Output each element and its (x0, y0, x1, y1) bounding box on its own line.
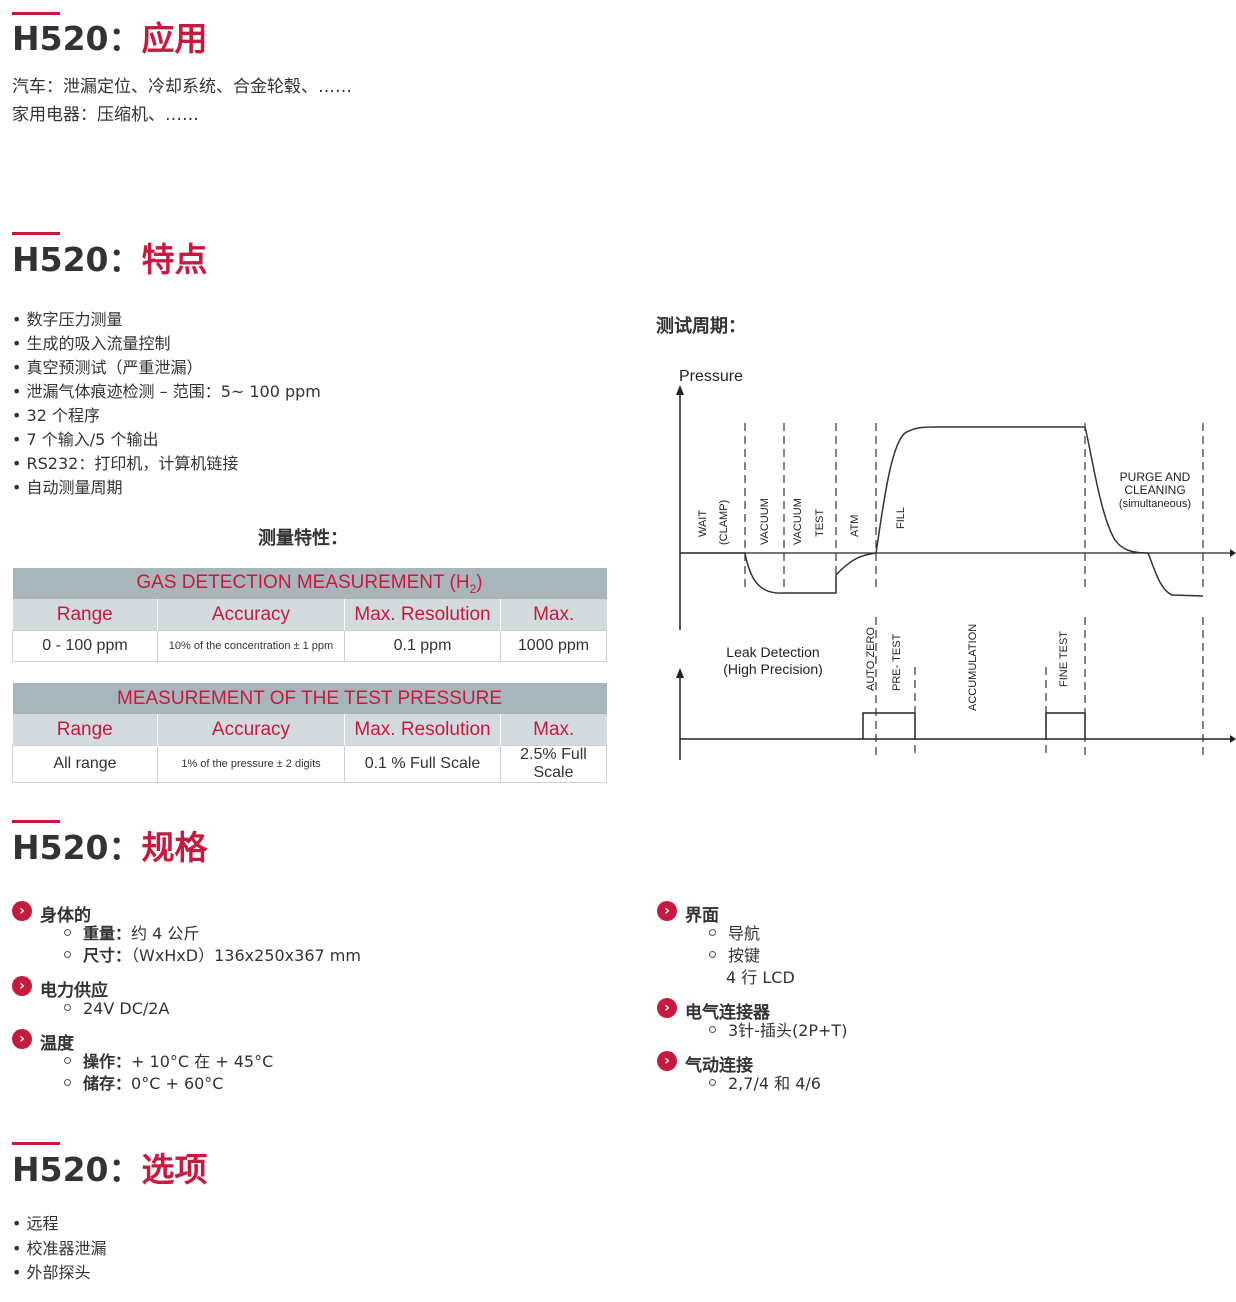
finetest-pulse (1045, 712, 1086, 739)
feature-item: • 数字压力测量 (12, 310, 123, 329)
spec-item: 储存：0°C + 60°C (64, 1073, 223, 1095)
column-header: Max. (500, 599, 607, 631)
table-cell: 10% of the concentration ± 1 ppm (157, 630, 345, 662)
spec-item: 导航 (709, 923, 760, 945)
phase-label: (CLAMP) (718, 500, 730, 545)
chevron-right-circle-icon: › (657, 998, 677, 1018)
spec-item: 重量：约 4 公斤 (64, 923, 199, 945)
spec-item-extra: 4 行 LCD (726, 968, 795, 987)
column-header: Accuracy (157, 599, 345, 631)
test-pressure-table: MEASUREMENT OF THE TEST PRESSURE Range A… (12, 683, 608, 783)
section-title-options: H520：选项 (12, 1150, 208, 1189)
table-title: GAS DETECTION MEASUREMENT (H2) (12, 568, 607, 599)
spec-item: 2,7/4 和 4/6 (709, 1073, 821, 1095)
column-header: Range (12, 714, 158, 746)
axis-arrow-icon (1230, 549, 1236, 557)
chevron-right-circle-icon: › (12, 976, 32, 996)
purge-label: CLEANING (1124, 483, 1185, 497)
section-accent-bar (12, 1142, 60, 1145)
table-cell: 1000 ppm (500, 630, 607, 662)
spec-group-title: 温度 (40, 1034, 74, 1054)
option-item: • 远程 (12, 1214, 59, 1233)
spec-item: 24V DC/2A (64, 998, 169, 1020)
section-accent-bar (12, 820, 60, 823)
chevron-right-circle-icon: › (657, 901, 677, 921)
lower-phase-label: PRE- TEST (891, 633, 903, 691)
table-cell: 0.1 ppm (344, 630, 501, 662)
chevron-right-circle-icon: › (12, 901, 32, 921)
section-title-application: H520：应用 (12, 19, 208, 58)
table-cell: All range (12, 745, 158, 783)
lower-phase-label: FINE TEST (1058, 631, 1070, 687)
phase-label: FILL (895, 507, 907, 529)
purge-label: (simultaneous) (1119, 498, 1191, 510)
spec-group-title: 身体的 (40, 906, 91, 926)
column-header: Range (12, 599, 158, 631)
application-line-2: 家用电器：压缩机、…… (12, 105, 199, 125)
table-cell: 0 - 100 ppm (12, 630, 158, 662)
spec-item: 操作：+ 10°C 在 + 45°C (64, 1051, 273, 1073)
feature-item: • 32 个程序 (12, 406, 100, 425)
table-cell: 2.5% Full Scale (499, 745, 608, 783)
column-header: Accuracy (157, 714, 345, 746)
column-header: Max. (499, 714, 607, 746)
pressure-label: Pressure (679, 368, 743, 385)
feature-item: • 真空预测试（严重泄漏） (12, 358, 203, 377)
column-header: Max. Resolution (344, 599, 501, 631)
spec-item: 3针-插头(2P+T) (709, 1020, 847, 1042)
pretest-pulse (862, 712, 916, 739)
gas-detection-table: GAS DETECTION MEASUREMENT (H2) Range Acc… (12, 568, 607, 662)
spec-group-title: 气动连接 (685, 1056, 753, 1076)
test-cycle-diagram: Pressure WAIT (CLAMP) VACUUM VACUUM TEST… (676, 368, 1236, 760)
spec-item: 尺寸：（WxHxD）136x250x367 mm (64, 945, 361, 967)
option-item: • 外部探头 (12, 1263, 91, 1282)
lower-phase-label: ACCUMULATION (967, 624, 979, 711)
table-cell: 0.1 % Full Scale (344, 745, 501, 783)
axis-arrow-icon (1230, 735, 1236, 743)
table-title: MEASUREMENT OF THE TEST PRESSURE (12, 683, 607, 714)
lower-phase-label: AUTO ZERO (865, 627, 877, 691)
section-title-specs: H520：规格 (12, 828, 208, 867)
feature-item: • 自动测量周期 (12, 478, 123, 497)
phase-separators (744, 423, 1204, 590)
axis-arrow-icon (676, 385, 684, 395)
phase-label: VACUUM (792, 498, 804, 545)
chevron-right-circle-icon: › (657, 1051, 677, 1071)
option-item: • 校准器泄漏 (12, 1239, 107, 1258)
application-line-1: 汽车：泄漏定位、冷却系统、合金轮毂、…… (12, 77, 352, 97)
phase-label: VACUUM (759, 498, 771, 545)
feature-item: • 7 个输入/5 个输出 (12, 430, 159, 449)
phase-label: TEST (814, 509, 826, 537)
leak-label: Leak Detection (726, 644, 819, 660)
feature-item: • 生成的吸入流量控制 (12, 334, 171, 353)
feature-item: • 泄漏气体痕迹检测 – 范围：5~ 100 ppm (12, 382, 321, 401)
axis-arrow-icon (676, 668, 684, 678)
column-header: Max. Resolution (344, 714, 501, 746)
spec-item: 按键 (709, 945, 760, 967)
section-accent-bar (12, 232, 60, 235)
section-accent-bar (12, 12, 60, 15)
feature-item: • RS232：打印机，计算机链接 (12, 454, 239, 473)
test-cycle-heading: 测试周期： (656, 316, 746, 337)
chevron-right-circle-icon: › (12, 1029, 32, 1049)
spec-group-title: 电力供应 (40, 981, 108, 1001)
leak-label: (High Precision) (723, 661, 823, 677)
phase-label: WAIT (697, 510, 709, 537)
spec-group-title: 电气连接器 (685, 1003, 770, 1023)
purge-label: PURGE AND (1120, 470, 1191, 484)
table-cell: 1% of the pressure ± 2 digits (157, 745, 345, 783)
spec-group-title: 界面 (685, 906, 719, 926)
measurement-heading: 测量特性： (258, 528, 348, 549)
pressure-curve (680, 426, 1204, 597)
phase-label: ATM (849, 515, 861, 537)
lower-separators (875, 617, 1204, 755)
section-title-features: H520：特点 (12, 240, 208, 279)
